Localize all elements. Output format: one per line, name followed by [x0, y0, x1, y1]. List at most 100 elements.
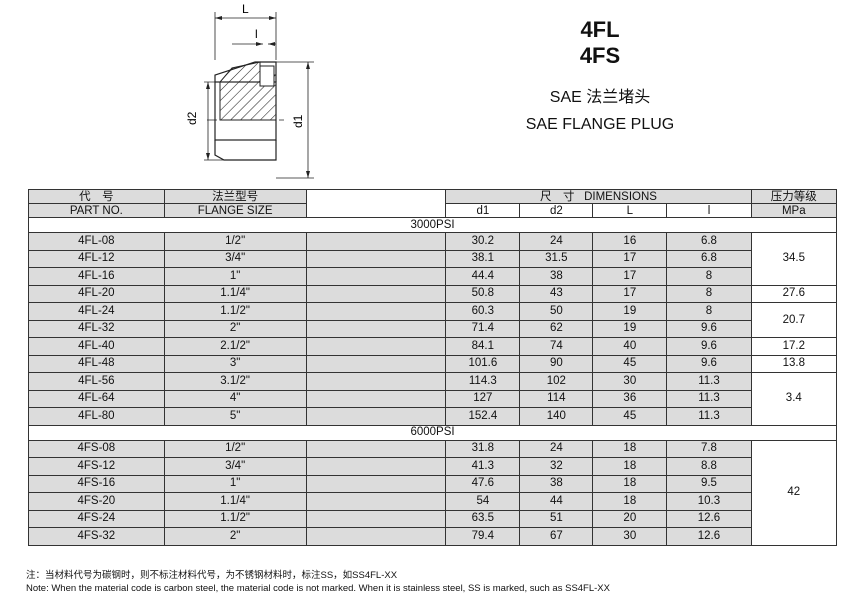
part-no-cell: 4FL-48 — [28, 354, 165, 373]
L-cell: 36 — [592, 389, 668, 408]
d2-cell: 140 — [519, 407, 594, 426]
d2-cell: 50 — [519, 302, 594, 321]
dimension-table: 代 号 法兰型号 尺 寸 DIMENSIONS 压力等级 PART NO. FL… — [28, 189, 838, 546]
blank-cell — [305, 232, 447, 251]
part-no-cell: 4FS-08 — [28, 439, 165, 458]
blank-cell — [305, 389, 447, 408]
l-cell: 7.8 — [666, 439, 752, 458]
blank-cell — [305, 267, 447, 286]
part-no-cell: 4FS-24 — [28, 509, 165, 528]
l-cell: 8.8 — [666, 457, 752, 476]
d1-cell: 84.1 — [445, 337, 521, 356]
l-cell: 6.8 — [666, 232, 752, 251]
flange-size-cell: 2" — [163, 527, 307, 546]
L-cell: 18 — [592, 474, 668, 493]
label-d2: d2 — [185, 111, 199, 125]
pressure-cell: 27.6 — [750, 284, 838, 303]
header-d1: d1 — [445, 203, 521, 218]
l-cell: 6.8 — [666, 249, 752, 268]
header-pressure: 压力等级 — [750, 189, 838, 204]
blank-cell — [305, 527, 447, 546]
part-no-cell: 4FS-16 — [28, 474, 165, 493]
label-d1: d1 — [291, 114, 305, 128]
d1-cell: 101.6 — [445, 354, 521, 373]
flange-size-cell: 1.1/4" — [163, 492, 307, 511]
part-no-cell: 4FL-24 — [28, 302, 165, 321]
flange-size-cell: 1" — [163, 474, 307, 493]
flange-plug-drawing: L l d2 d1 — [185, 2, 314, 179]
part-no-cell: 4FS-20 — [28, 492, 165, 511]
L-cell: 30 — [592, 527, 668, 546]
d1-cell: 30.2 — [445, 232, 521, 251]
l-cell: 11.3 — [666, 372, 752, 391]
pressure-cell: 3.4 — [750, 372, 838, 426]
header-dimensions: 尺 寸 DIMENSIONS — [445, 189, 752, 204]
d1-cell: 71.4 — [445, 319, 521, 338]
blank-cell — [305, 354, 447, 373]
note-chinese: 注：当材料代号为碳钢时，则不标注材料代号，为不锈钢材料时，标注SS，如SS4FL… — [26, 570, 398, 581]
product-title-english: SAE FLANGE PLUG — [525, 116, 675, 133]
d1-cell: 47.6 — [445, 474, 521, 493]
d1-cell: 79.4 — [445, 527, 521, 546]
d1-cell: 152.4 — [445, 407, 521, 426]
l-cell: 10.3 — [666, 492, 752, 511]
L-cell: 17 — [592, 267, 668, 286]
d2-cell: 90 — [519, 354, 594, 373]
L-cell: 45 — [592, 354, 668, 373]
flange-size-cell: 3/4" — [163, 457, 307, 476]
flange-size-cell: 2.1/2" — [163, 337, 307, 356]
d2-cell: 67 — [519, 527, 594, 546]
L-cell: 19 — [592, 319, 668, 338]
d1-cell: 44.4 — [445, 267, 521, 286]
d2-cell: 114 — [519, 389, 594, 408]
l-cell: 12.6 — [666, 509, 752, 528]
L-cell: 18 — [592, 492, 668, 511]
header-flange: 法兰型号 — [163, 189, 307, 204]
flange-size-cell: 1" — [163, 267, 307, 286]
header-l: l — [666, 203, 752, 218]
label-L: L — [242, 2, 249, 16]
blank-cell — [305, 284, 447, 303]
d1-cell: 114.3 — [445, 372, 521, 391]
l-cell: 9.6 — [666, 354, 752, 373]
part-no-cell: 4FS-32 — [28, 527, 165, 546]
product-title-chinese: SAE 法兰堵头 — [549, 89, 651, 106]
flange-size-cell: 1/2" — [163, 439, 307, 458]
d1-cell: 38.1 — [445, 249, 521, 268]
product-code-4fs: 4FS — [579, 43, 621, 68]
header-mpa: MPa — [750, 203, 838, 218]
d2-cell: 32 — [519, 457, 594, 476]
flange-size-cell: 5" — [163, 407, 307, 426]
blank-cell — [305, 302, 447, 321]
d1-cell: 127 — [445, 389, 521, 408]
d1-cell: 41.3 — [445, 457, 521, 476]
blank-cell — [305, 337, 447, 356]
part-no-cell: 4FL-40 — [28, 337, 165, 356]
product-code-4fl: 4FL — [580, 17, 620, 42]
part-no-cell: 4FL-80 — [28, 407, 165, 426]
l-cell: 9.6 — [666, 337, 752, 356]
d2-cell: 24 — [519, 439, 594, 458]
section-header: 3000PSI — [28, 217, 837, 233]
L-cell: 17 — [592, 284, 668, 303]
d1-cell: 60.3 — [445, 302, 521, 321]
part-no-cell: 4FL-20 — [28, 284, 165, 303]
header-flange-size: FLANGE SIZE — [163, 203, 307, 218]
pressure-cell: 17.2 — [750, 337, 838, 356]
header-blank — [305, 189, 447, 218]
pressure-cell: 20.7 — [750, 302, 838, 338]
flange-size-cell: 1.1/4" — [163, 284, 307, 303]
flange-size-cell: 3.1/2" — [163, 372, 307, 391]
l-cell: 9.6 — [666, 319, 752, 338]
d2-cell: 74 — [519, 337, 594, 356]
pressure-cell: 42 — [750, 439, 838, 546]
